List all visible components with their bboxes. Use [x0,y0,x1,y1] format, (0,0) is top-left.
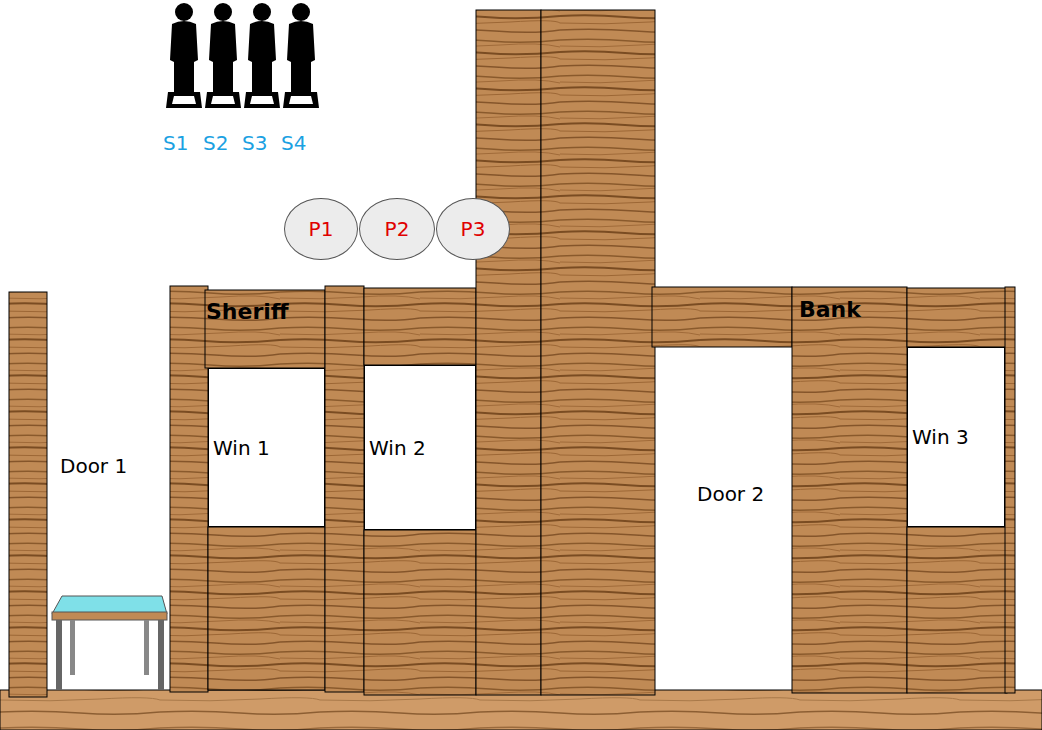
target-label: S1 [163,132,188,154]
position-marker: P3 [436,198,510,260]
window-opening: Win 2 [364,365,476,530]
target-label: S3 [242,132,267,154]
door-label: Door 2 [697,483,764,505]
position-marker: P2 [359,198,435,260]
table [52,596,167,690]
position-label: P1 [309,218,334,240]
window-opening: Win 1 [208,368,325,527]
position-label: P3 [461,218,486,240]
door-label: Door 1 [60,455,127,477]
target-label: S4 [281,132,306,154]
position-marker: P1 [284,198,358,260]
sign-text: Sheriff [206,300,289,324]
window-opening: Win 3 [907,347,1005,527]
window-label: Win 3 [912,426,969,448]
sign-text: Bank [799,298,861,322]
target-silhouettes [166,3,319,108]
window-label: Win 2 [369,437,426,459]
position-label: P2 [385,218,410,240]
target-label: S2 [203,132,228,154]
window-label: Win 1 [213,437,270,459]
